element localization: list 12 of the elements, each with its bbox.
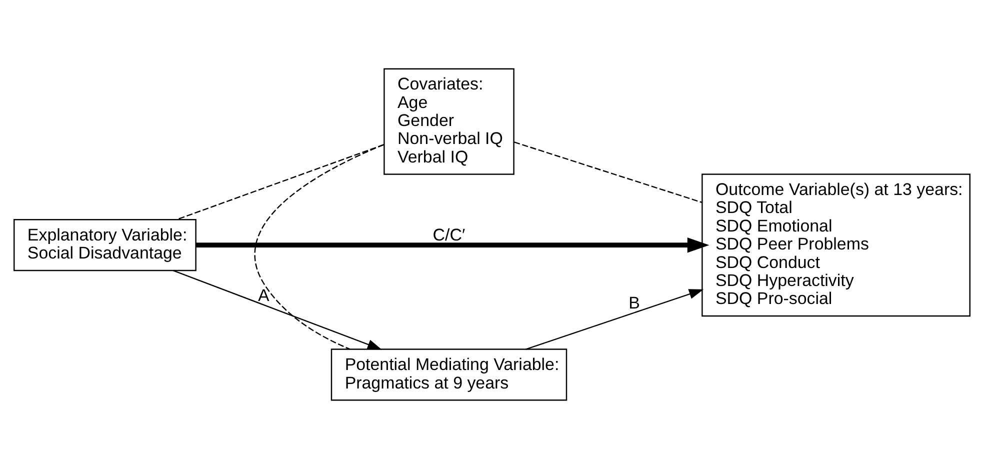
- connector: [254, 144, 384, 350]
- edge-label: A: [258, 286, 270, 306]
- connector: [514, 142, 702, 204]
- node-box: Outcome Variable(s) at 13 years: SDQ Total SDQ Emotional SDQ Peer Problems SDQ Conduct SDQ Hyperactivity SDQ Pro-social: [702, 174, 970, 317]
- arrow: [196, 237, 710, 253]
- arrow: [526, 289, 704, 350]
- edge-label: B: [628, 293, 640, 312]
- node-box: Explanatory Variable: Social Disadvantage: [14, 219, 196, 272]
- node-box: Potential Mediating Variable: Pragmatics at 9 years: [330, 348, 568, 401]
- node-box: Covariates: Age Gender Non-verbal IQ Verbal IQ: [384, 68, 514, 175]
- edge-label: C/C′: [432, 225, 466, 244]
- arrow: [173, 270, 382, 350]
